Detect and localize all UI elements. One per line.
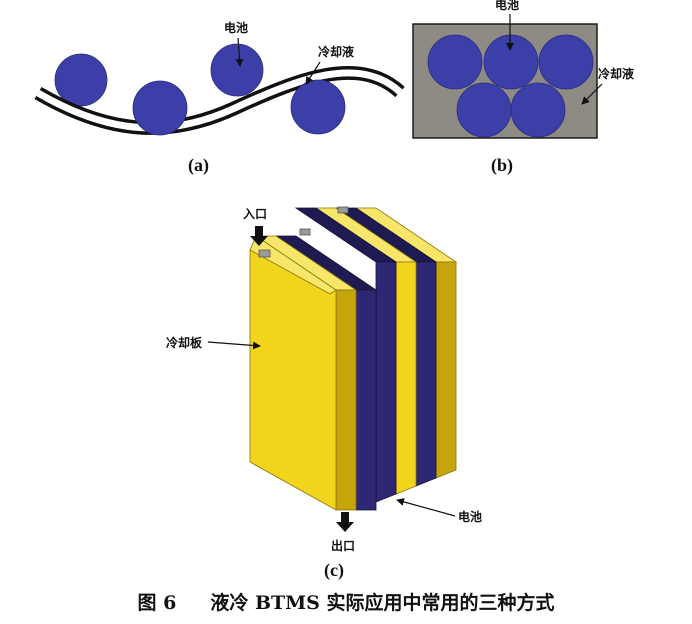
figure-caption-text: 液冷 BTMS 实际应用中常用的三种方式: [210, 592, 555, 614]
figure-number: 图 6: [137, 592, 177, 614]
figure-caption: 图 6 液冷 BTMS 实际应用中常用的三种方式: [0, 588, 692, 615]
battery-pointer: [396, 498, 456, 517]
battery-cell-front: [415, 261, 437, 487]
battery-cell: [132, 80, 188, 136]
cooling-plate-pointer: [207, 341, 261, 350]
coolant-label: 冷却液: [598, 66, 634, 81]
battery-cell: [456, 82, 512, 138]
panel-a: 电池 冷却液 (a): [34, 20, 405, 176]
outlet-arrow-icon: [336, 512, 354, 532]
inlet-label: 入口: [243, 207, 267, 221]
battery-cell: [538, 34, 594, 90]
inlet-arrow-icon: [250, 226, 268, 246]
sublabel-c: (c): [324, 560, 344, 581]
coolant-pointer: [305, 61, 321, 85]
cooling-plate-edge: [249, 235, 337, 295]
outlet-label: 出口: [331, 538, 355, 553]
battery-pointer: [235, 37, 244, 67]
panel-b: 电池 冷却液 (b): [412, 0, 634, 176]
cooling-plate-front: [395, 261, 417, 495]
battery-cell-front: [375, 261, 397, 503]
battery-label: 电池: [458, 509, 482, 524]
inlet-port: [258, 249, 271, 258]
battery-cell: [290, 79, 346, 135]
panel-c: 入口 出口 冷却板 电池 (c): [166, 206, 482, 581]
cooling-plate-side: [435, 261, 457, 479]
coolant-tube-inner: [36, 69, 403, 132]
battery-cell: [54, 53, 108, 107]
battery-cell: [427, 34, 483, 90]
coolant-pointer: [581, 83, 603, 105]
battery-cell: [483, 34, 539, 90]
coolant-port: [299, 228, 311, 236]
battery-label: 电池: [495, 0, 519, 12]
battery-cell-front: [355, 289, 377, 511]
battery-cell: [510, 82, 566, 138]
coolant-port: [337, 206, 349, 214]
cooling-plate-side: [335, 289, 357, 511]
sublabel-b: (b): [491, 155, 513, 176]
coolant-label: 冷却液: [318, 44, 354, 59]
cooling-plate-label: 冷却板: [166, 335, 203, 350]
battery-label: 电池: [224, 20, 248, 35]
battery-cell: [210, 43, 264, 97]
sublabel-a: (a): [188, 155, 209, 176]
